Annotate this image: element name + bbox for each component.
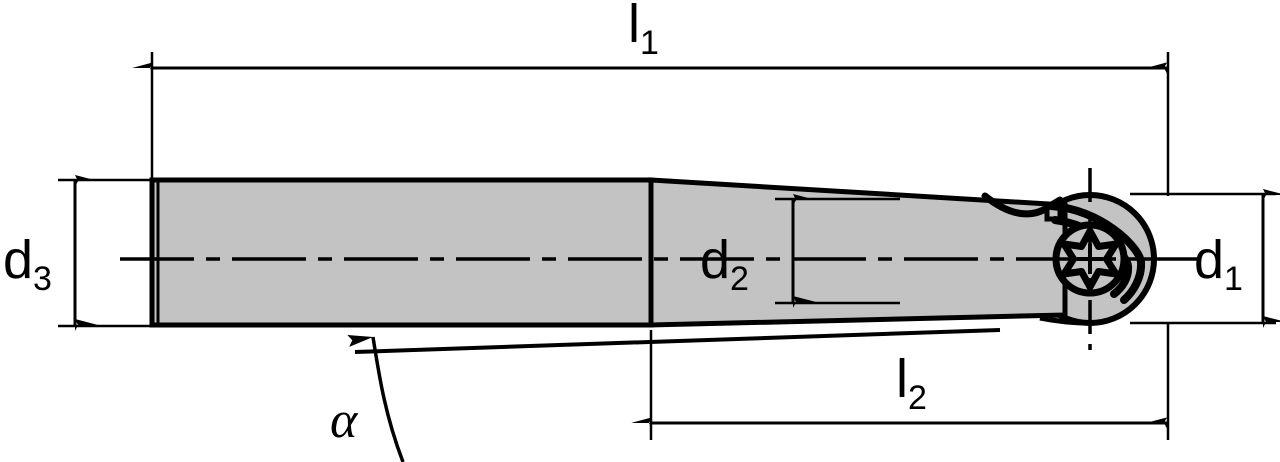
tool-body-group xyxy=(149,177,1157,328)
label-l1-base: l xyxy=(628,0,640,54)
label-l2: l2 xyxy=(896,349,927,417)
dimension-arrows-group xyxy=(73,62,1280,429)
label-d2-sub: 2 xyxy=(730,260,749,298)
label-l2-sub: 2 xyxy=(908,379,927,417)
alpha-leader-line xyxy=(347,334,405,462)
extension-lines-group xyxy=(58,52,1276,440)
shank-outline xyxy=(149,177,654,328)
label-d1: d1 xyxy=(1194,230,1243,298)
label-l1: l1 xyxy=(628,0,659,62)
label-l1-sub: 1 xyxy=(640,24,659,62)
centerlines-group xyxy=(120,168,1200,350)
label-d3-sub: 3 xyxy=(33,260,52,298)
label-d1-sub: 1 xyxy=(1224,260,1243,298)
label-l2-base: l xyxy=(896,349,908,409)
label-alpha: α xyxy=(330,392,359,449)
alpha-reference-line xyxy=(354,328,1001,354)
dimension-labels-group: l1 l2 d3 d2 d1 α xyxy=(3,0,1243,449)
label-d2-base: d xyxy=(700,230,730,290)
label-d3-base: d xyxy=(3,230,33,290)
label-d2: d2 xyxy=(700,230,749,298)
label-d3: d3 xyxy=(3,230,52,298)
head-lower-blend xyxy=(1039,315,1091,326)
alpha-angle-group xyxy=(347,328,1001,462)
label-d1-base: d xyxy=(1194,230,1224,290)
